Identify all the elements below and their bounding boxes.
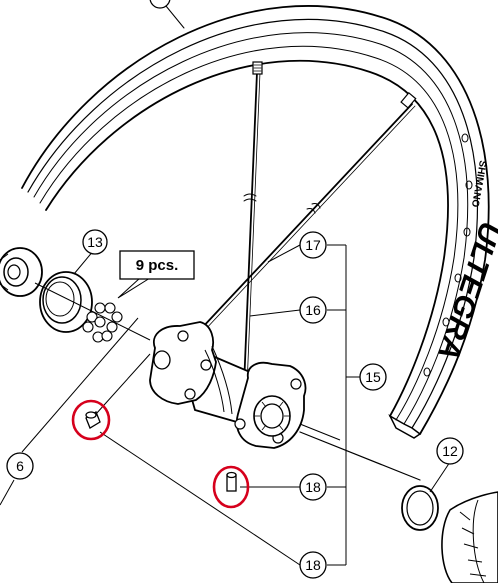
callout-13: 13: [82, 229, 108, 255]
ball-bearings: [82, 302, 123, 343]
rim-holes: [423, 133, 473, 377]
svg-text:18: 18: [305, 557, 321, 573]
leader-lines: [0, 244, 451, 566]
svg-text:9 pcs.: 9 pcs.: [136, 257, 179, 274]
spoke-diagonal: [199, 91, 417, 333]
rim-model-text: ULTEGRA: [431, 218, 498, 364]
rim-line-3: [39, 45, 459, 421]
lock-nut-assembly: [0, 247, 43, 297]
callout-12: 12: [436, 437, 464, 465]
svg-text:18: 18: [305, 479, 321, 495]
axle-right: [299, 423, 341, 441]
spokes: [199, 61, 421, 481]
svg-text:16: 16: [305, 302, 321, 318]
callout-16: 16: [299, 296, 327, 324]
highlight-circles: [71, 399, 250, 509]
rim-outer-edge: [21, 5, 490, 435]
spoke-lower: [299, 431, 421, 481]
callout-18-upper: 18: [299, 473, 327, 501]
svg-text:17: 17: [305, 237, 321, 253]
hub-left-flange: [149, 321, 217, 405]
svg-text:12: 12: [442, 443, 458, 459]
pieces-label: 9 pcs.: [119, 250, 195, 280]
dust-cap: [39, 271, 93, 333]
callout-6: 6: [6, 452, 34, 480]
spacer-lower: [226, 471, 237, 492]
cassette-sprockets: [441, 491, 498, 583]
callout-17: 17: [299, 231, 327, 259]
highlight-left-spacer: [71, 399, 111, 441]
rim-line-2: [33, 32, 469, 425]
spoke-vertical: [242, 61, 263, 411]
hub-body: [149, 321, 307, 449]
rim-line-1: [27, 18, 479, 429]
spoke-nipple-diagonal: [400, 91, 417, 109]
rim-callout-leader: [165, 5, 185, 29]
callout-18-lower: 18: [299, 551, 327, 579]
highlight-lower-spacer: [212, 465, 250, 509]
cassette-lock-ring: [401, 485, 439, 531]
svg-text:13: 13: [87, 234, 103, 250]
rim-end: [388, 414, 422, 439]
svg-text:6: 6: [16, 458, 24, 474]
spacer-left: [85, 411, 101, 429]
callout-15: 15: [359, 363, 387, 391]
rim-callout-bubble: [149, 0, 171, 9]
svg-text:15: 15: [365, 369, 381, 385]
